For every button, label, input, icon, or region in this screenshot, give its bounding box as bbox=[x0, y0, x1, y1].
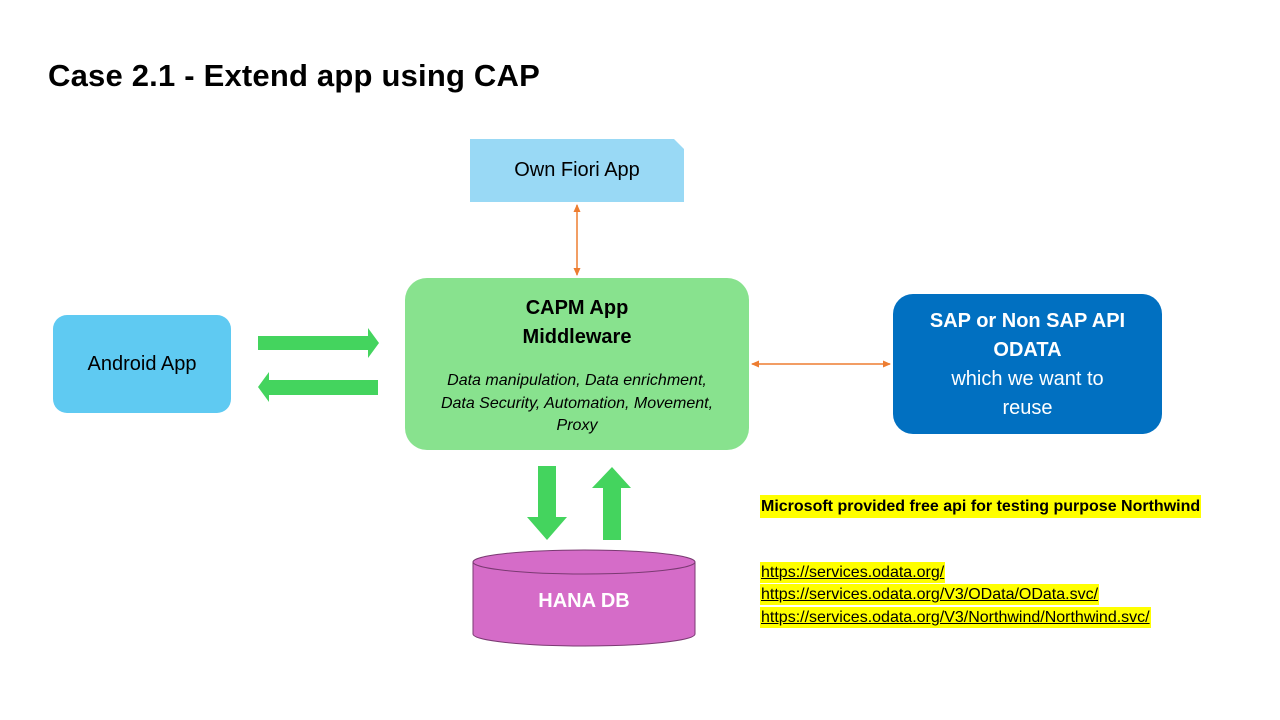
slide-title: Case 2.1 - Extend app using CAP bbox=[48, 58, 540, 93]
hana-db-cylinder bbox=[472, 549, 696, 647]
folded-corner bbox=[674, 139, 684, 149]
capm-desc-line1: Data manipulation, Data enrichment, bbox=[447, 372, 707, 389]
odata-link-v3-northwind[interactable]: https://services.odata.org/V3/Northwind/… bbox=[760, 607, 1151, 628]
capm-desc-line2: Data Security, Automation, Movement, bbox=[440, 394, 714, 412]
fiori-app-label: Own Fiori App bbox=[514, 159, 640, 181]
hana-db-label: HANA DB bbox=[538, 590, 630, 612]
capm-desc-line3: Proxy bbox=[556, 417, 598, 434]
capm-title-line2: Middleware bbox=[522, 326, 632, 348]
capm-title-line1: CAPM App bbox=[525, 297, 629, 319]
hana-to-capm-arrow bbox=[592, 467, 631, 540]
sap-line4: reuse bbox=[1002, 397, 1053, 419]
capm-to-android-arrow bbox=[258, 372, 378, 402]
android-to-capm-arrow bbox=[258, 328, 379, 358]
northwind-note: Microsoft provided free api for testing … bbox=[760, 495, 1202, 518]
odata-link-v3-odata[interactable]: https://services.odata.org/V3/OData/ODat… bbox=[760, 584, 1100, 605]
android-app-box: Android App bbox=[53, 315, 231, 413]
sap-line3: which we want to bbox=[951, 368, 1104, 390]
odata-link-root[interactable]: https://services.odata.org/ bbox=[760, 562, 946, 583]
capm-middleware-box: CAPM App Middleware Data manipulation, D… bbox=[405, 278, 749, 450]
sap-api-box: SAP or Non SAP API ODATA which we want t… bbox=[893, 294, 1162, 434]
capm-title: CAPM App Middleware bbox=[523, 294, 632, 352]
fiori-app-box: Own Fiori App bbox=[470, 139, 684, 202]
sap-line2: ODATA bbox=[993, 339, 1062, 361]
capm-to-hana-arrow bbox=[527, 466, 567, 540]
sap-line1: SAP or Non SAP API bbox=[929, 310, 1126, 332]
android-app-label: Android App bbox=[87, 352, 197, 375]
capm-description: Data manipulation, Data enrichment, Data… bbox=[412, 370, 742, 438]
